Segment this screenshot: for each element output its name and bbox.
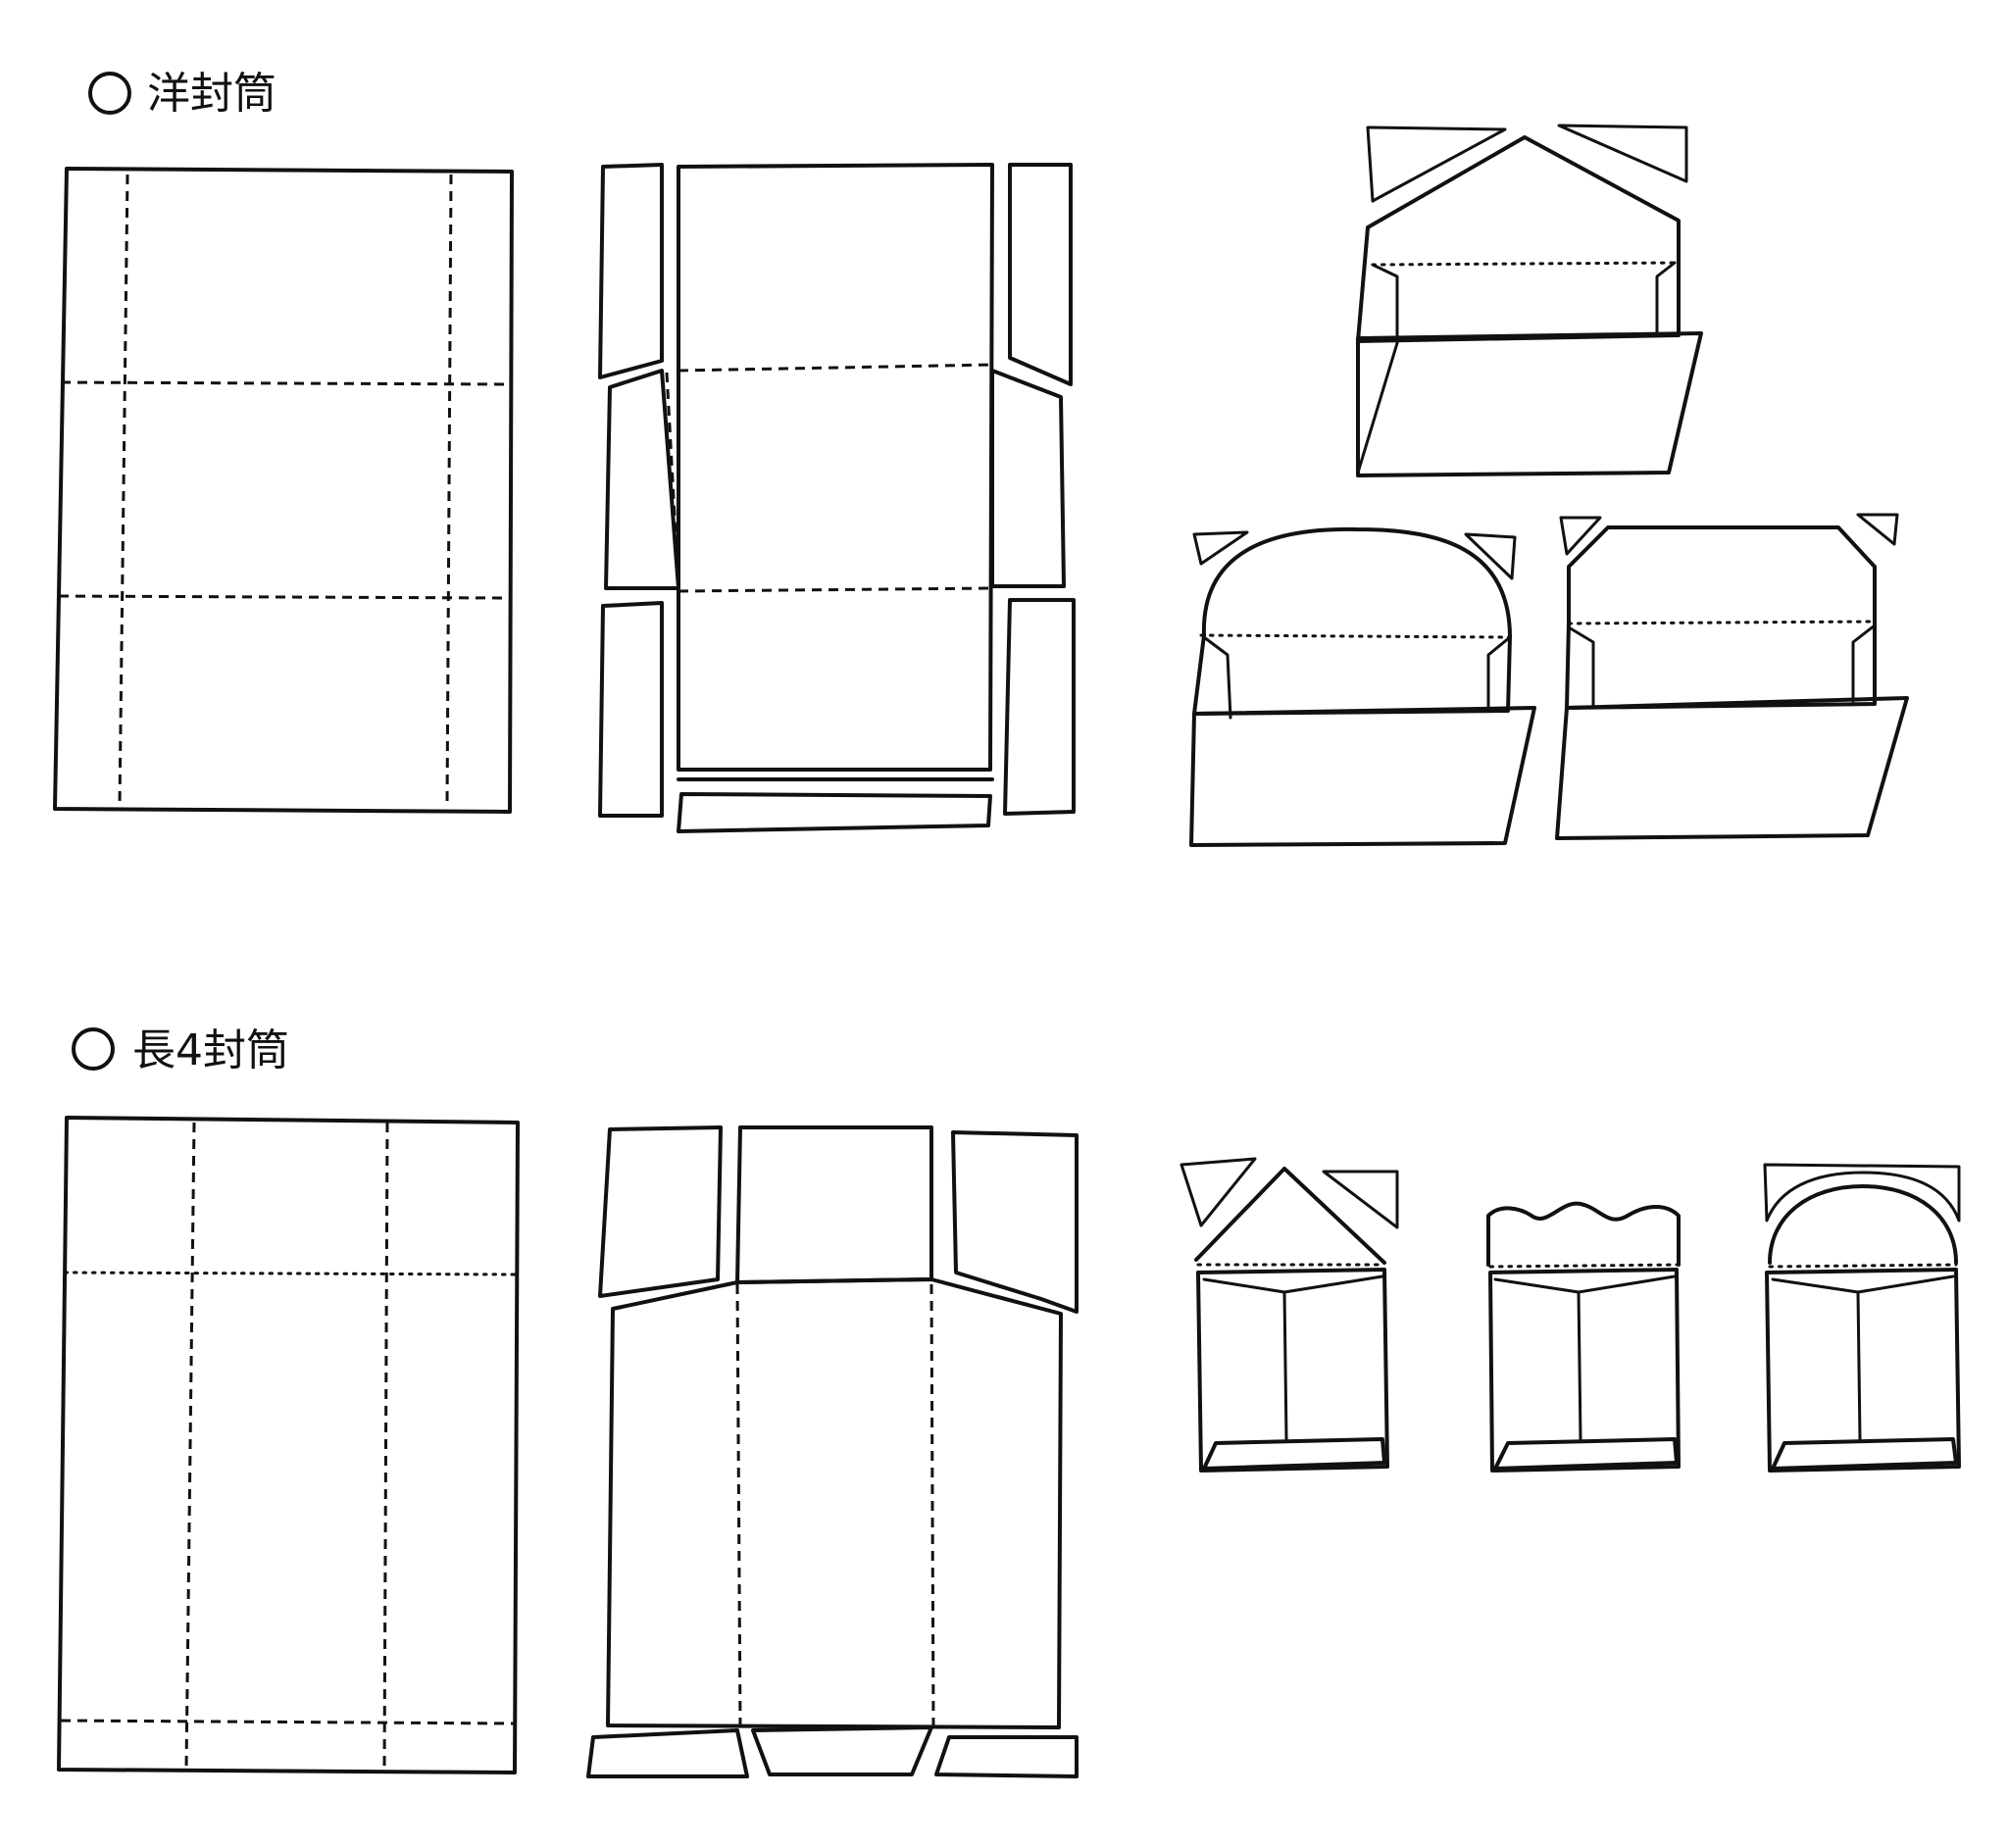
flap-bottom-center: [751, 1725, 933, 1776]
sheet-outline: [53, 167, 514, 814]
inner-side-right: [1851, 624, 1877, 703]
envelope-rounded-flap: [1768, 1184, 1958, 1265]
fold-line-right: [929, 1283, 935, 1728]
section-western-envelope: 洋封筒: [53, 69, 1909, 847]
section-title: 長4封筒: [132, 1025, 289, 1075]
inner-side-right: [1486, 635, 1512, 713]
flap-fold-line: [1488, 1263, 1681, 1269]
flap-mid-left: [604, 369, 680, 590]
envelope-top-flap: [1356, 135, 1681, 343]
fold-line-left: [184, 1122, 196, 1771]
corner-cut-right: [1856, 513, 1899, 546]
triangle-cut-left: [1180, 1157, 1257, 1227]
corner-cut-right: [1464, 532, 1517, 580]
corner-cut-left: [1559, 516, 1602, 556]
bottom-flap: [1202, 1437, 1386, 1471]
bullet-circle-icon: [88, 72, 131, 115]
seam-center: [1856, 1290, 1862, 1441]
fold-line-top: [63, 1271, 517, 1276]
fold-line-upper: [60, 380, 511, 386]
seam-center: [1282, 1290, 1288, 1441]
envelope-body: [1488, 1268, 1681, 1473]
envelope-front-pocket: [1356, 331, 1703, 477]
flap-bottom-left: [586, 1728, 749, 1778]
flap-bottom-left: [598, 601, 664, 818]
triangle-cut-right: [1557, 124, 1688, 183]
bullet-circle-icon: [72, 1027, 115, 1071]
western-step1-sheet: [53, 167, 514, 814]
seam-center: [1577, 1290, 1582, 1441]
fold-line-right: [445, 174, 453, 807]
fold-line-lower: [678, 586, 993, 593]
section-naga4-envelope: 長4封筒: [57, 1025, 1961, 1778]
flap-top-left: [598, 1125, 723, 1298]
naga4-step1-sheet: [57, 1116, 520, 1774]
envelope-body: [1196, 1268, 1389, 1473]
western-step3-pointed-flap: [1356, 124, 1703, 477]
inner-side-right: [1655, 261, 1677, 337]
envelope-wavy-flap: [1486, 1201, 1681, 1267]
envelope-square-flap: [1565, 525, 1877, 710]
envelope-front-pocket: [1555, 696, 1909, 840]
triangle-cut-right: [1322, 1170, 1399, 1229]
naga4-step3-wavy-flap: [1486, 1201, 1681, 1473]
bottom-flap: [1771, 1437, 1958, 1471]
sheet-outline: [57, 1116, 520, 1774]
flap-bottom-strip: [677, 792, 992, 833]
flap-top-left: [598, 163, 664, 379]
bottom-flap: [1493, 1437, 1679, 1471]
section-title: 洋封筒: [147, 69, 276, 119]
triangle-cut-left: [1366, 125, 1507, 203]
fold-line-left: [735, 1283, 742, 1728]
western-step3-rounded-flap: [1189, 526, 1536, 847]
naga4-step2-cut-pattern: [586, 1125, 1079, 1778]
envelope-front-pocket: [1189, 706, 1536, 847]
flap-top-right: [951, 1130, 1079, 1314]
center-panel: [677, 163, 994, 772]
flap-top-right: [1008, 163, 1073, 386]
envelope-rounded-flap: [1192, 526, 1512, 716]
corner-cut-left: [1192, 530, 1249, 566]
western-step2-cut-pattern: [598, 163, 1076, 833]
fold-line-bottom: [60, 1719, 516, 1725]
main-panel: [606, 1277, 1063, 1729]
inner-side-left: [1202, 635, 1232, 720]
naga4-step3-rounded-flap: [1763, 1163, 1961, 1473]
rounded-cut-frame: [1763, 1163, 1961, 1223]
flap-bottom-right: [934, 1735, 1079, 1778]
envelope-pointed-flap: [1194, 1167, 1386, 1265]
section-heading-naga4: 長4封筒: [72, 1025, 289, 1075]
seam-top: [1493, 1274, 1677, 1294]
fold-line-lower: [58, 594, 511, 600]
seam-top: [1202, 1274, 1384, 1294]
envelope-body: [1765, 1268, 1961, 1473]
fold-line-right: [382, 1122, 389, 1771]
flap-fold-line: [1567, 620, 1877, 625]
inner-side-left: [1567, 625, 1595, 710]
flap-top-center: [735, 1125, 933, 1284]
western-step3-square-flap: [1555, 513, 1909, 840]
seam-top: [1771, 1274, 1955, 1294]
pocket-diagonal: [1356, 341, 1399, 474]
inner-side-left: [1371, 263, 1399, 345]
flap-fold-line: [1768, 1263, 1958, 1269]
flap-mid-right: [990, 369, 1066, 588]
fold-line-upper: [678, 363, 993, 373]
flap-bottom-right: [1003, 598, 1076, 816]
flap-fold-line: [1199, 633, 1512, 639]
section-heading-western: 洋封筒: [88, 69, 276, 119]
flap-fold-line: [1371, 261, 1677, 267]
fold-line-left: [118, 174, 129, 807]
fold-line-left: [665, 372, 680, 589]
naga4-step3-pointed-flap: [1180, 1157, 1399, 1473]
